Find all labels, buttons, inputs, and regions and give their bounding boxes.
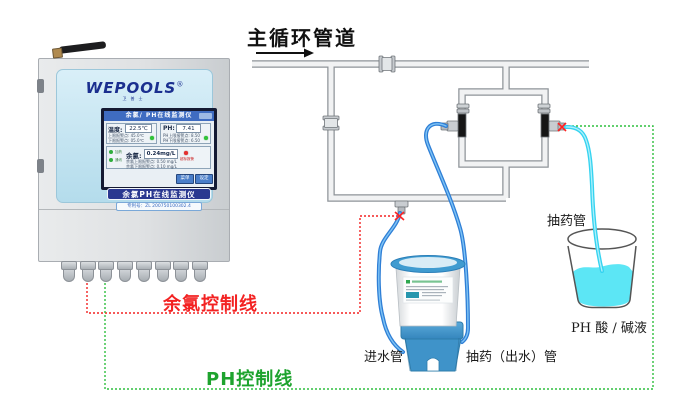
dosing-pump	[390, 255, 466, 372]
ph-alarm-1: PH上限报警点: 8.50	[163, 133, 200, 138]
suction-pipe-label: 抽药管	[547, 214, 587, 229]
chlorine-alarm-led	[184, 151, 188, 155]
dosing-status-text: 加药	[115, 149, 122, 154]
sensor-left	[457, 113, 467, 138]
chlorine-control-line	[86, 215, 398, 314]
pipe-network	[252, 60, 589, 202]
chlorine-alarm-tag: 超标报警	[180, 157, 194, 161]
cell-clamp-right-icon	[537, 103, 551, 114]
set-button[interactable]: 设定	[195, 174, 213, 184]
cable-gland	[80, 261, 96, 282]
hinge-icon	[37, 79, 44, 93]
temp-status-led	[150, 136, 154, 140]
ph-control-label: PH控制线	[206, 369, 294, 390]
suction-tube	[564, 124, 604, 273]
pump-base	[400, 321, 464, 372]
hinge-icon	[37, 159, 44, 173]
ph-control-line	[104, 125, 654, 390]
screen-header-chip	[199, 113, 212, 119]
inlet-pipe-label: 进水管	[364, 350, 404, 365]
front-panel: WEPOOLS® 卫普士 余氯/ PH在线监测仪 温度: 22.5℃ 上限报警点…	[56, 69, 217, 211]
pipe-fittings	[322, 55, 566, 215]
cell-clamp-left-icon	[456, 103, 470, 114]
x-icon	[394, 211, 405, 221]
beaker-label: PH 酸 / 碱液	[571, 321, 647, 336]
cable-gland	[192, 261, 208, 282]
cable-gland	[117, 261, 133, 282]
down-return-pipe	[327, 64, 506, 202]
comm-status-text: 通讯	[115, 157, 122, 162]
registered-mark: ®	[176, 80, 184, 89]
brand-subtext: 卫普士	[122, 96, 147, 101]
cable-gland	[98, 261, 114, 282]
brand-logo: WEPOOLS® 卫普士	[57, 78, 212, 102]
temp-value: 22.5℃	[125, 124, 152, 133]
temp-alarm-1: 上限报警点: 45.0℃	[108, 133, 145, 138]
menu-button[interactable]: 菜单	[176, 174, 194, 184]
ph-status-led	[204, 136, 208, 140]
cable-gland	[136, 261, 152, 282]
chlorine-alarm-1: 余氯上限报警点: 0.50 mg/L	[126, 159, 177, 164]
temp-label: 温度:	[108, 127, 123, 134]
cable-gland	[173, 261, 189, 282]
sensor-right	[540, 113, 550, 138]
outlet-pipe-label: 抽药（出水）管	[466, 350, 558, 365]
ph-value: 7.41	[176, 124, 201, 133]
beaker-liquid	[573, 264, 633, 307]
temp-alarm-2: 下限报警点: 05.0℃	[108, 138, 145, 143]
device-nameplate: 余氯PH在线监测仪	[107, 188, 211, 200]
beaker	[567, 228, 637, 309]
x-icon	[557, 122, 567, 132]
cable-gland	[155, 261, 171, 282]
monitor-cabinet: WEPOOLS® 卫普士 余氯/ PH在线监测仪 温度: 22.5℃ 上限报警点…	[37, 41, 230, 262]
screen-title-bar: 余氯/ PH在线监测仪	[104, 111, 214, 121]
pump-lid	[390, 255, 466, 273]
flow-arrow-icon	[256, 48, 314, 58]
patent-label: 专利号：ZL 200750100302.4	[116, 202, 202, 211]
cable-gland	[61, 261, 77, 282]
ph-alarm-2: PH下限报警点: 6.50	[163, 138, 200, 143]
pump-label	[402, 276, 454, 304]
lcd-screen: 余氯/ PH在线监测仪 温度: 22.5℃ 上限报警点: 45.0℃ 下限报警点…	[101, 108, 217, 190]
dosing-status-icon	[109, 150, 113, 154]
chlorine-value: 0.24mg/L	[144, 148, 178, 159]
chlorine-alarm-2: 余氯下限报警点: 0.10 mg/L	[126, 163, 177, 169]
comm-status-icon	[109, 158, 113, 162]
brand-wordmark: WEPOOLS	[85, 79, 177, 97]
screen-content: 余氯/ PH在线监测仪 温度: 22.5℃ 上限报警点: 45.0℃ 下限报警点…	[104, 111, 214, 187]
chlorine-control-label: 余氯控制线	[163, 294, 258, 315]
connection-x-icons	[394, 122, 567, 221]
ph-label: PH:	[163, 125, 175, 132]
main-pipe-title: 主循环管道	[247, 26, 357, 50]
down-pipe-union-icon	[322, 115, 340, 131]
flow-cell-frame	[458, 88, 549, 168]
chlorine-label: 余氯:	[126, 152, 142, 160]
main-pipe-union-icon	[378, 55, 396, 73]
